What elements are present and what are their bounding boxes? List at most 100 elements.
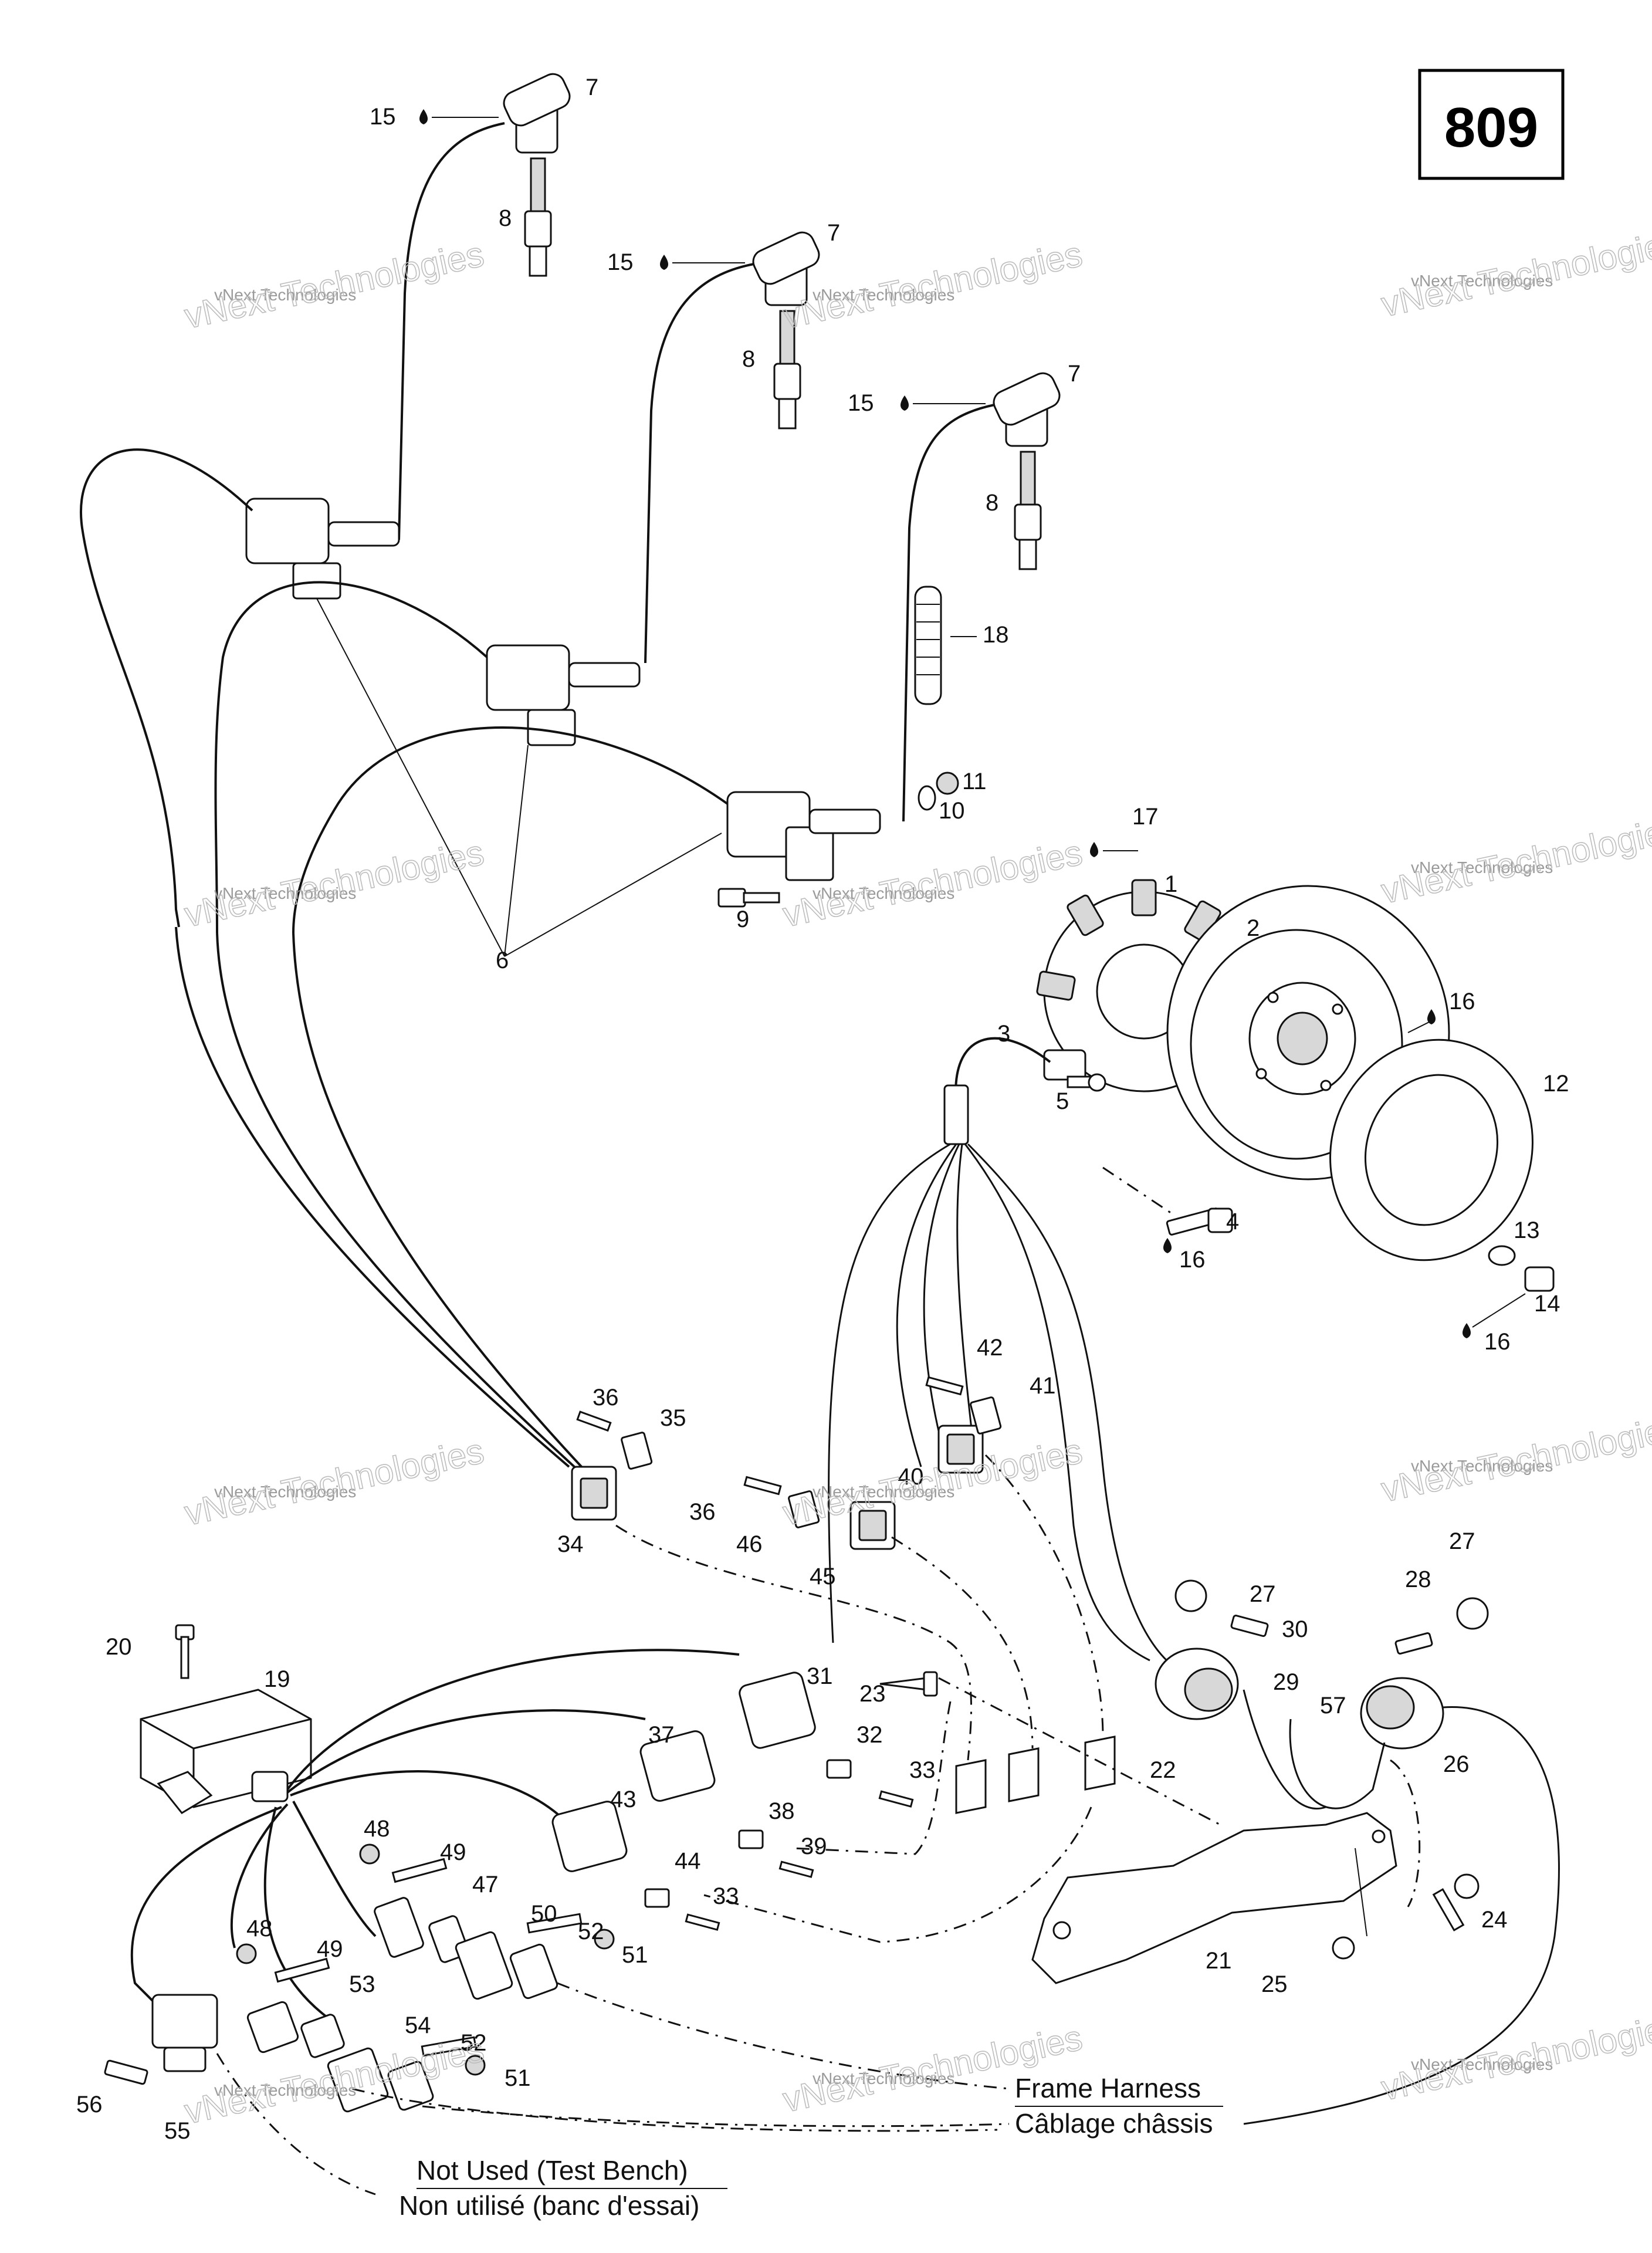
clip-46 bbox=[788, 1490, 820, 1528]
label-24: 24 bbox=[1481, 1907, 1508, 1933]
connector-54 bbox=[327, 2047, 434, 2113]
cap-27b bbox=[1456, 1597, 1489, 1630]
nut-51b bbox=[465, 2055, 486, 2076]
flywheel-bolt-4 bbox=[1166, 1207, 1233, 1236]
label-39: 39 bbox=[801, 1833, 827, 1859]
label-52: 52 bbox=[578, 1919, 604, 1944]
label-46: 46 bbox=[736, 1531, 763, 1557]
label-6: 6 bbox=[496, 948, 509, 973]
label-10: 10 bbox=[939, 798, 965, 824]
label-51: 51 bbox=[622, 1942, 648, 1968]
ignition-coil-1 bbox=[245, 498, 400, 600]
label-7: 7 bbox=[585, 75, 598, 100]
label-42: 42 bbox=[977, 1335, 1003, 1361]
label-32: 32 bbox=[857, 1722, 883, 1748]
housing-29 bbox=[1155, 1648, 1239, 1720]
label-31: 31 bbox=[807, 1663, 833, 1689]
svg-text:vNext Technologies: vNext Technologies bbox=[181, 234, 488, 336]
label-51: 51 bbox=[505, 2065, 531, 2091]
frame-harness-label-fr: Câblage châssis bbox=[1015, 2108, 1213, 2139]
label-2: 2 bbox=[1247, 915, 1260, 941]
stator-wire-3 bbox=[923, 1144, 960, 1456]
grease-drop-15a bbox=[419, 109, 428, 124]
cable-tie-57 bbox=[1289, 1718, 1386, 1809]
svg-text:vNext Technologies: vNext Technologies bbox=[813, 884, 954, 902]
coil-wire-c bbox=[292, 726, 729, 933]
label-33: 33 bbox=[909, 1757, 936, 1783]
clip-41 bbox=[970, 1396, 1002, 1435]
label-8: 8 bbox=[742, 346, 755, 372]
connector-50 bbox=[455, 1931, 558, 2000]
label-56: 56 bbox=[76, 2092, 103, 2117]
label-18: 18 bbox=[983, 622, 1009, 648]
label-49: 49 bbox=[440, 1839, 466, 1865]
svg-text:vNext Technologies: vNext Technologies bbox=[214, 884, 356, 902]
clip-38 bbox=[738, 1829, 764, 1849]
label-7: 7 bbox=[1068, 361, 1081, 387]
label-29: 29 bbox=[1273, 1669, 1299, 1695]
stator-cable bbox=[954, 1037, 1051, 1104]
label-9: 9 bbox=[736, 906, 749, 932]
label-48: 48 bbox=[364, 1816, 390, 1842]
frame-harness-label: Frame Harness bbox=[1015, 2073, 1201, 2103]
label-50: 50 bbox=[531, 1901, 557, 1927]
connector-34 bbox=[571, 1466, 617, 1521]
label-14: 14 bbox=[1534, 1291, 1560, 1317]
clip-22c bbox=[1084, 1736, 1116, 1791]
page-number: 809 bbox=[1444, 96, 1538, 159]
label-48: 48 bbox=[246, 1916, 273, 1941]
label-11: 11 bbox=[962, 769, 987, 794]
label-44: 44 bbox=[675, 1848, 701, 1874]
label-12: 12 bbox=[1543, 1071, 1569, 1097]
label-25: 25 bbox=[1261, 1971, 1288, 1997]
terminal-52a bbox=[526, 1913, 583, 1934]
label-15: 15 bbox=[370, 104, 396, 130]
svg-text:vNext Technologies: vNext Technologies bbox=[813, 1483, 954, 1501]
protective-sleeve-18 bbox=[914, 586, 977, 705]
label-52: 52 bbox=[461, 2030, 487, 2056]
stator-wire-1 bbox=[828, 1143, 951, 1643]
connector-47 bbox=[374, 1897, 469, 1963]
pin-33a bbox=[878, 1790, 914, 1808]
svg-text:vNext Technologies: vNext Technologies bbox=[181, 833, 488, 934]
svg-text:vNext Technologies: vNext Technologies bbox=[214, 286, 356, 304]
label-16: 16 bbox=[1484, 1329, 1511, 1355]
connector-53 bbox=[246, 2001, 345, 2058]
spark-plug-group-1 bbox=[503, 73, 571, 277]
connector-40 bbox=[937, 1425, 984, 1474]
grease-drop-17 bbox=[1090, 842, 1098, 857]
not-used-label: Not Used (Test Bench) bbox=[417, 2155, 688, 2186]
pin-36a bbox=[576, 1410, 612, 1432]
pin-42 bbox=[925, 1376, 964, 1396]
clip-35 bbox=[621, 1432, 653, 1470]
nut-51a bbox=[594, 1929, 615, 1950]
part-labels: 7 15 8 7 15 8 7 15 8 18 11 10 17 1 2 9 6… bbox=[76, 75, 1569, 2144]
svg-text:vNext Technologies: vNext Technologies bbox=[780, 1431, 1086, 1533]
label-57: 57 bbox=[1320, 1693, 1346, 1718]
terminal-30 bbox=[1230, 1615, 1269, 1637]
label-37: 37 bbox=[648, 1722, 675, 1748]
svg-text:vNext Technologies: vNext Technologies bbox=[214, 2081, 356, 2099]
connector-37 bbox=[639, 1730, 716, 1802]
label-19: 19 bbox=[264, 1666, 290, 1692]
stator-wire-4 bbox=[956, 1144, 975, 1450]
terminal-49a bbox=[391, 1858, 448, 1883]
coil-wire-a bbox=[80, 448, 253, 928]
label-22: 22 bbox=[1150, 1757, 1176, 1783]
svg-text:vNext Technologies: vNext Technologies bbox=[1411, 858, 1553, 877]
coil-wire-c-lower bbox=[292, 932, 594, 1480]
label-53: 53 bbox=[349, 1971, 375, 1997]
connector-31 bbox=[739, 1672, 816, 1749]
ignition-coil-2 bbox=[486, 644, 641, 746]
ht-lead-3 bbox=[902, 404, 995, 822]
label-23: 23 bbox=[859, 1681, 886, 1707]
svg-text:vNext Technologies: vNext Technologies bbox=[813, 286, 954, 304]
label-1: 1 bbox=[1164, 871, 1177, 897]
label-16: 16 bbox=[1449, 989, 1475, 1014]
